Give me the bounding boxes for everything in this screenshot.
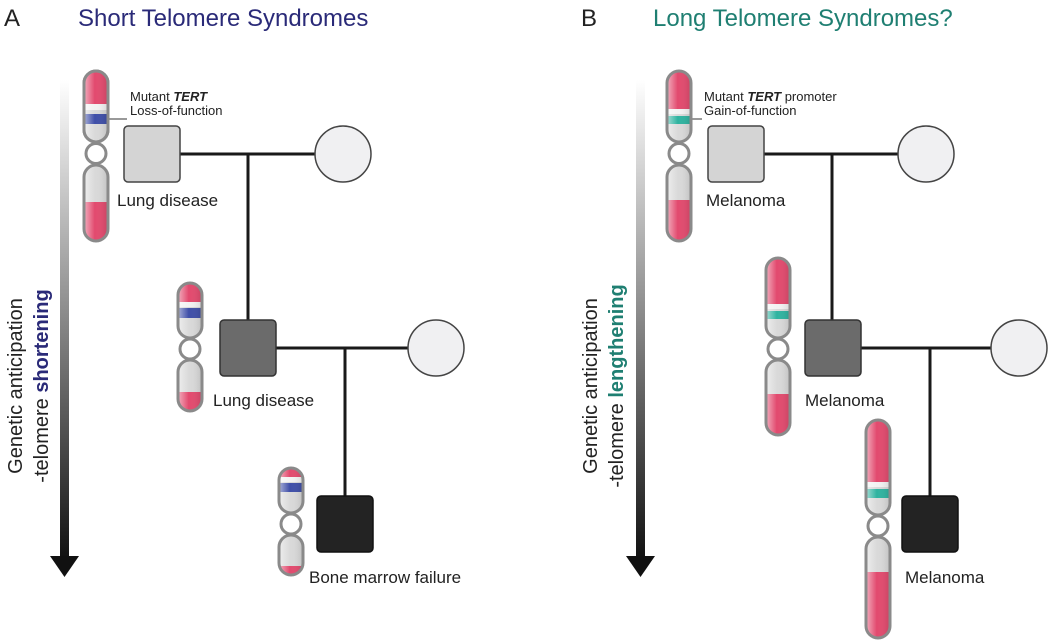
chromosome-gen2-b: [764, 256, 792, 437]
affected-male-gen2-b: [804, 319, 862, 377]
panel-a-title: Short Telomere Syndromes: [78, 5, 368, 32]
affected-male-gen3-a: [316, 495, 374, 553]
mutation-label-a: Mutant TERT: [130, 89, 208, 104]
panel-b-letter: B: [581, 5, 597, 32]
anticipation-arrow-b: [626, 80, 655, 577]
affected-male-gen2-a: [219, 319, 277, 377]
gen1-label-a: Lung disease: [117, 191, 218, 210]
mutation-effect-b: Gain-of-function: [704, 103, 797, 118]
gen1-label-b: Melanoma: [706, 191, 786, 210]
axis-label-b: Genetic anticipation: [580, 298, 602, 474]
panel-a-letter: A: [4, 5, 20, 32]
panel-b: B Long Telomere Syndromes? Genetic antic…: [580, 5, 1048, 640]
pedigree-lines-b: [764, 152, 994, 522]
chromosome-gen1-a: [82, 69, 110, 243]
affected-male-gen1-b: [707, 125, 765, 183]
gen3-label-a: Bone marrow failure: [309, 568, 461, 587]
anticipation-arrow-a: [50, 80, 79, 577]
axis-label-b-line2: -telomere lengthening: [606, 284, 628, 487]
chromosome-gen2-a: [176, 281, 204, 413]
affected-male-gen1-a: [123, 125, 181, 183]
unaffected-female-gen2-a: [407, 319, 465, 377]
chromosome-gen3-a: [277, 466, 305, 577]
gen2-label-a: Lung disease: [213, 391, 314, 410]
unaffected-female-gen1-b: [897, 125, 955, 183]
mutation-effect-a: Loss-of-function: [130, 103, 223, 118]
pedigree-lines-a: [180, 152, 408, 520]
mutation-label-b: Mutant TERT promoter: [704, 89, 837, 104]
affected-male-gen3-b: [901, 495, 959, 553]
chromosome-gen3-b: [864, 418, 892, 640]
unaffected-female-gen1-a: [314, 125, 372, 183]
panel-a: A Short Telomere Syndromes Genetic antic…: [4, 5, 465, 587]
gen2-label-b: Melanoma: [805, 391, 885, 410]
chromosome-gen1-b: [665, 69, 693, 243]
axis-label-a: Genetic anticipation: [5, 298, 27, 474]
unaffected-female-gen2-b: [990, 319, 1048, 377]
axis-label-a-line2: -telomere shortening: [31, 289, 53, 482]
panel-b-title: Long Telomere Syndromes?: [653, 5, 953, 32]
gen3-label-b: Melanoma: [905, 568, 985, 587]
